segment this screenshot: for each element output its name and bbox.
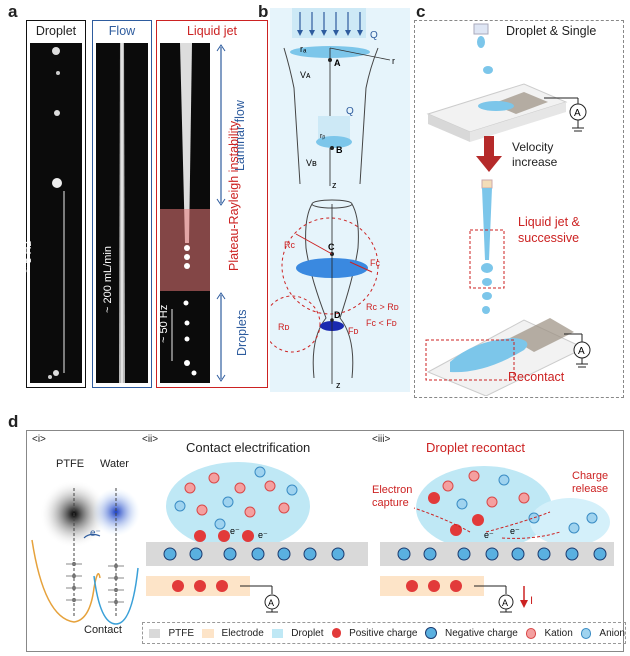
sub-ii-label: <ii> <box>142 434 159 445</box>
recontact-label: Recontact <box>508 370 565 384</box>
iii-anions <box>456 474 598 534</box>
charge-release-label: Charge release <box>572 470 609 495</box>
liquid-jet-panel: Liquid jet ~ 50 Hz Laminar flow Plateau-… <box>156 20 268 388</box>
panel-a-label: a <box>8 2 18 21</box>
sub-iii-label: <iii> <box>372 434 391 445</box>
flow-rate: ~ 200 mL/min <box>102 246 114 313</box>
legend-negative-icon <box>425 627 438 639</box>
iii-ammeter-label: A <box>502 598 508 608</box>
droplet-single-title: Droplet & Single <box>506 24 597 38</box>
r-axis-label: r <box>392 56 395 66</box>
velocity-increase-label: Velocity increase <box>512 140 558 169</box>
point-a-label: A <box>334 58 341 68</box>
panel-c-frame <box>414 20 624 398</box>
ii-negative-charges <box>163 547 345 561</box>
ii-positive-charges <box>172 530 254 592</box>
vb-label: Vʙ <box>306 158 317 168</box>
jet-region-brackets <box>216 44 226 382</box>
legend-electrode-swatch <box>202 628 214 638</box>
fc-label: Fᴄ <box>370 258 380 268</box>
liquid-jet-successive-label: Liquid jet & successive <box>518 215 580 245</box>
flow-panel: Flow ~ 200 mL/min <box>92 20 152 388</box>
iii-electron-2: e⁻ <box>510 526 520 536</box>
top-ammeter-label: A <box>574 108 581 119</box>
legend: PTFE Electrode Droplet Positive charge N… <box>142 622 626 644</box>
q-top-label: Q <box>370 30 378 41</box>
energy-well-diagram <box>31 480 140 625</box>
flow-panel-title: Flow <box>108 24 136 38</box>
rd-label: Rᴅ <box>278 322 289 332</box>
legend-ptfe: PTFE <box>168 627 195 639</box>
legend-positive: Positive charge <box>349 627 418 639</box>
ii-ammeter-label: A <box>268 598 274 608</box>
sub-i-label: <i> <box>32 434 46 445</box>
ii-anions <box>174 466 298 530</box>
recontact-schematic: A A <box>425 23 591 396</box>
water-label: Water <box>100 458 129 470</box>
legend-anion: Anion <box>599 627 625 639</box>
rc-label: Rᴄ <box>284 240 295 250</box>
legend-kation-icon <box>525 627 537 639</box>
jet-frequency: ~ 50 Hz <box>158 304 170 343</box>
liquid-jet-panel-title: Liquid jet <box>186 24 238 38</box>
iii-electron-1: e⁻ <box>484 530 494 540</box>
radius-relation: Rᴄ > Rᴅ <box>366 302 399 312</box>
ii-electron-1: e⁻ <box>230 526 240 536</box>
bottom-ammeter-label: A <box>578 346 585 357</box>
contact-electrification-diagram: A e⁻ e⁻ <box>146 462 368 613</box>
z-axis-label-top: z <box>332 180 337 190</box>
iii-cations <box>442 470 530 508</box>
rb-label: rᵦ <box>320 133 325 140</box>
ii-electron-2: e⁻ <box>258 530 268 540</box>
panel-d-label: d <box>8 412 19 431</box>
legend-negative: Negative charge <box>445 627 518 639</box>
droplet-panel-title: Droplet <box>35 24 77 38</box>
droplet-frequency: ~ 5 Hz <box>22 240 34 273</box>
point-b-label: B <box>336 145 343 155</box>
droplets-label: Droplets <box>235 309 249 356</box>
fd-label: Fᴅ <box>348 326 358 336</box>
ii-cations <box>184 472 290 518</box>
ptfe-label: PTFE <box>56 458 85 470</box>
iii-positive-charges <box>406 492 484 592</box>
iii-negative-charges <box>397 547 607 561</box>
point-c-label: C <box>328 242 335 252</box>
z-axis-label-bottom: z <box>336 380 341 390</box>
panel-b-label: b <box>258 2 269 21</box>
panel-d-frame <box>26 430 624 652</box>
legend-droplet: Droplet <box>291 627 324 639</box>
electron-capture-label: Electron capture <box>372 484 413 509</box>
inflow-arrows <box>299 12 361 32</box>
droplet-recontact-title: Droplet recontact <box>426 440 525 455</box>
legend-electrode: Electrode <box>221 627 264 639</box>
flow-stream <box>119 43 125 383</box>
droplet-panel: Droplet ~ 5 Hz <box>22 20 86 388</box>
electron-label-i: e⁻ <box>90 528 101 539</box>
droplet-image: ~ 5 Hz <box>22 43 82 383</box>
ra-label: rₐ <box>300 44 307 54</box>
legend-positive-icon <box>331 628 342 638</box>
plateau-rayleigh-label: Plateau-Rayleigh instability <box>227 120 241 271</box>
liquid-jet-stream <box>160 43 210 376</box>
contact-label: Contact <box>84 624 122 636</box>
droplet-frames <box>48 47 65 379</box>
liquid-jet-image: ~ 50 Hz <box>158 43 210 383</box>
legend-droplet-swatch <box>271 628 284 638</box>
panel-c-label: c <box>416 2 426 21</box>
contact-electrification-title: Contact electrification <box>186 440 311 455</box>
current-label: I <box>530 595 533 607</box>
va-label: Vᴀ <box>300 70 311 80</box>
legend-anion-icon <box>580 627 592 639</box>
point-d-label: D <box>334 310 341 320</box>
legend-kation: Kation <box>544 627 573 639</box>
legend-ptfe-swatch <box>149 628 161 638</box>
jet-geometry-diagram: Q r rₐ A Vᴀ Q B rᵦ Vʙ z C Rᴄ Fᴄ D Fᴅ Rᴅ … <box>270 8 410 392</box>
droplet-recontact-diagram: e⁻ e⁻ A I <box>380 466 614 613</box>
q-mid-label: Q <box>346 106 354 117</box>
flow-image: ~ 200 mL/min <box>96 43 148 383</box>
force-relation: Fᴄ < Fᴅ <box>366 318 397 328</box>
